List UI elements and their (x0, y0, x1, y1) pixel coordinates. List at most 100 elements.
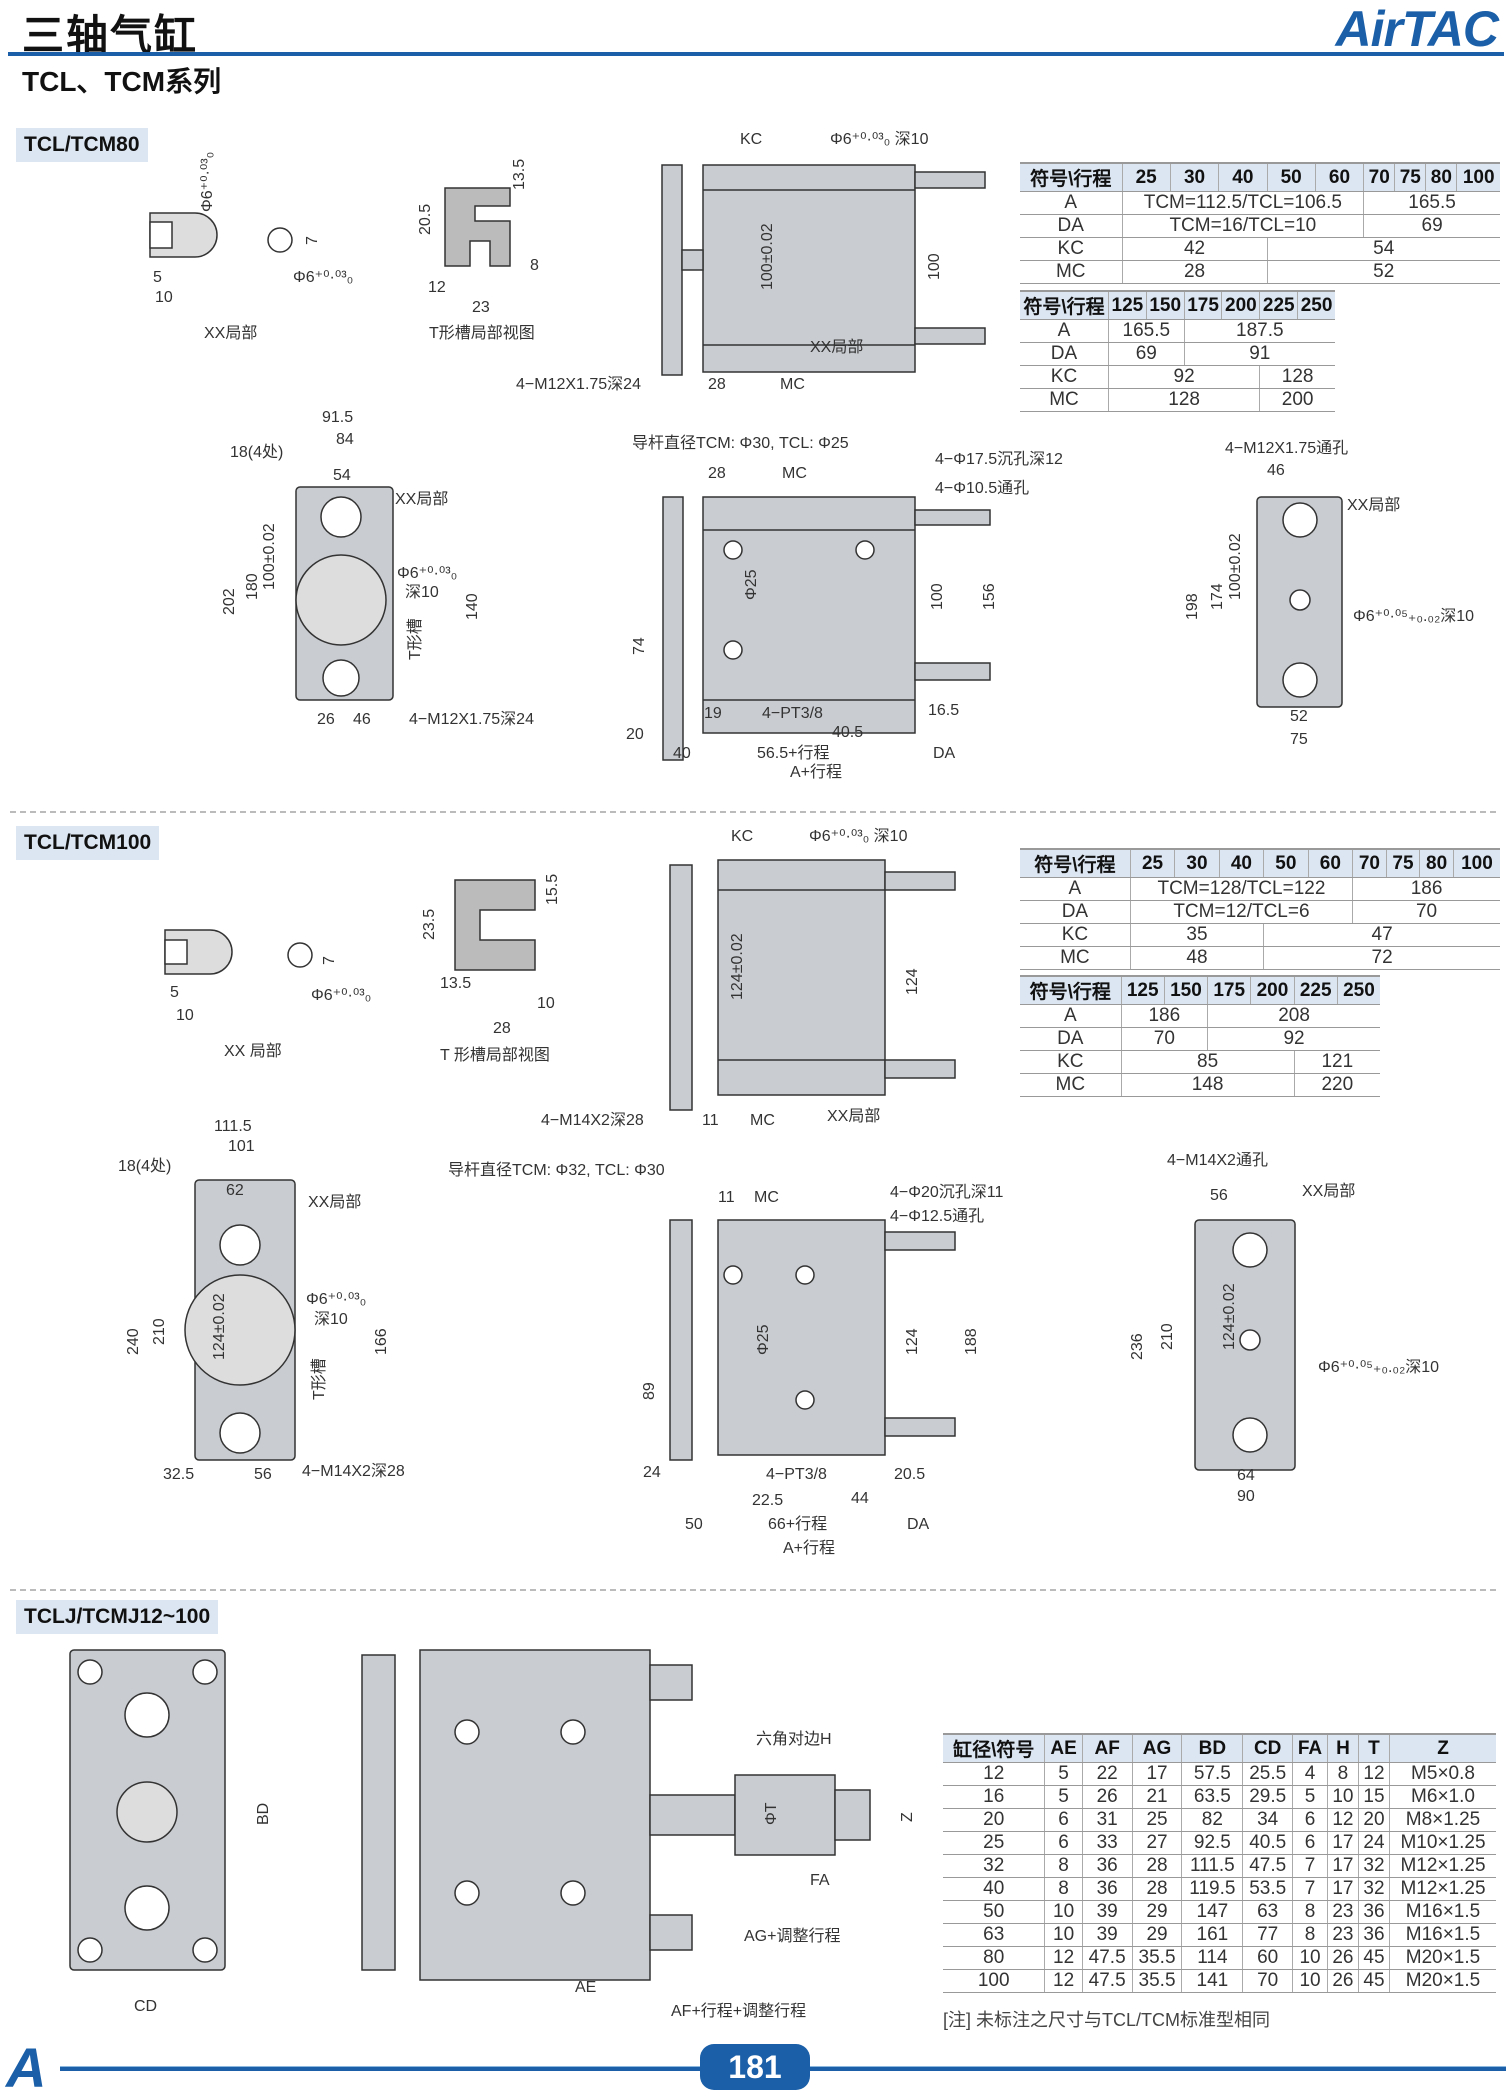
dimension-label: 50 (685, 1516, 703, 1533)
dimension-label: Z (899, 1812, 916, 1822)
dimension-label: Φ25 (755, 1324, 772, 1355)
dimension-label: 28 (708, 376, 726, 393)
side-view-middle-80 (662, 496, 991, 761)
dimension-label: 66+行程 (768, 1516, 828, 1533)
table-cell: TCM=12/TCL=6 (1129, 900, 1353, 924)
table-cell: 85 (1120, 1050, 1295, 1074)
table-header: 80 (1419, 848, 1454, 878)
dimension-label: 20.5 (894, 1466, 926, 1483)
dimension-label: 124 (904, 968, 921, 995)
table-header: 80 (1425, 162, 1457, 192)
table-cell: 36 (1081, 1854, 1133, 1878)
table-cell: 187.5 (1183, 319, 1335, 343)
dimension-label: 56.5+行程 (757, 745, 830, 762)
table-cell: 8 (1292, 1900, 1328, 1924)
table-cell: 100 (943, 1969, 1045, 1993)
table-cell: 165.5 (1107, 319, 1185, 343)
page-title: 三轴气缸 (22, 12, 199, 59)
table-header: 225 (1259, 290, 1298, 320)
table-cell: 8 (1044, 1854, 1083, 1878)
dimension-label: 4−PT3/8 (762, 705, 823, 722)
table-header: FA (1292, 1733, 1328, 1763)
table-cell: 22 (1081, 1762, 1133, 1786)
table-cell: 10 (1292, 1969, 1328, 1993)
dimension-label: 4−M14X2通孔 (1167, 1152, 1268, 1169)
dimension-label: KC (740, 131, 763, 148)
table-cell: 20 (1357, 1808, 1390, 1832)
dimension-label: 18(4处) (118, 1158, 172, 1175)
table-cell: 45 (1357, 1946, 1390, 1970)
table-cell: 17 (1326, 1831, 1359, 1855)
dimension-label: Φ6⁺⁰·⁰³₀ (397, 565, 458, 582)
table-cell: 29 (1131, 1900, 1182, 1924)
dimension-label: 11 (702, 1112, 719, 1129)
table-cell: 60 (1242, 1946, 1293, 1970)
dimension-label: MC (754, 1189, 779, 1206)
table-cell: 25 (1131, 1808, 1182, 1832)
table-cell: M8×1.25 (1389, 1808, 1496, 1832)
dimension-label: 140 (464, 593, 481, 620)
dimension-label: A+行程 (783, 1540, 836, 1557)
table-cell: 10 (1326, 1785, 1359, 1809)
dimension-label: 156 (981, 583, 998, 610)
dimension-label: 174 (1209, 583, 1226, 610)
front-view-100 (184, 1179, 296, 1461)
table-cell: 5 (1292, 1785, 1328, 1809)
dimension-label: 10 (176, 1007, 194, 1024)
dimension-label: Φ6⁺⁰·⁰⁵₊₀.₀₂深10 (1353, 608, 1475, 625)
table-cell: 128 (1107, 388, 1260, 412)
section-divider (10, 1589, 1496, 1591)
table-cell: 16 (943, 1785, 1045, 1809)
table-cell: 91 (1183, 342, 1335, 366)
table-header: 125 (1107, 290, 1147, 320)
table-header: 30 (1174, 848, 1220, 878)
table-header: 75 (1394, 162, 1426, 192)
table-header: 75 (1385, 848, 1420, 878)
rear-view-100 (1194, 1219, 1296, 1471)
dimension-label: 4−M14X2深28 (541, 1112, 644, 1129)
dimension-label: 56 (1210, 1187, 1228, 1204)
dimension-label: 23.5 (421, 908, 438, 940)
xx-detail-view-100 (164, 929, 313, 975)
dimension-label: XX局部 (204, 325, 258, 342)
table-header: 70 (1352, 848, 1387, 878)
table-header: 30 (1169, 162, 1219, 192)
dimension-label: 111.5 (214, 1118, 252, 1135)
dimension-label: 166 (373, 1328, 390, 1355)
dimension-label: Φ6⁺⁰·⁰⁵₊₀.₀₂深10 (1318, 1359, 1440, 1376)
table-cell: 161 (1181, 1923, 1243, 1947)
table-header: Z (1389, 1733, 1496, 1763)
dimension-label: 7 (321, 956, 338, 965)
dimension-label: 20 (626, 726, 644, 743)
dimension-label: 18(4处) (230, 444, 284, 461)
table-header: 50 (1266, 162, 1316, 192)
table-cell: 23 (1326, 1923, 1359, 1947)
table-cell: 70 (1242, 1969, 1293, 1993)
table-cell: 32 (943, 1854, 1045, 1878)
dimension-label: 100±0.02 (759, 223, 776, 290)
table-cell: 80 (943, 1946, 1045, 1970)
dimension-label: MC (782, 465, 807, 482)
table-header: 符号\行程 (1020, 975, 1122, 1005)
dimension-label: 4−Φ12.5通孔 (890, 1208, 985, 1225)
dimension-label: 10 (537, 995, 555, 1012)
table-cell: 17 (1326, 1877, 1359, 1901)
dimension-label: 导杆直径TCM: Φ30, TCL: Φ25 (632, 435, 849, 452)
table-cell: 28 (1121, 260, 1267, 284)
dimension-label: 101 (228, 1138, 255, 1155)
table-cell: 12 (1044, 1946, 1083, 1970)
table-header: 150 (1145, 290, 1185, 320)
dimension-label: 89 (641, 1382, 658, 1400)
table-cell: 47.5 (1081, 1946, 1133, 1970)
table-cell: M12×1.25 (1389, 1854, 1496, 1878)
table-cell: 7 (1292, 1877, 1328, 1901)
table-cell: 121 (1293, 1050, 1380, 1074)
table-cell: 21 (1131, 1785, 1182, 1809)
table-cell: 69 (1107, 342, 1185, 366)
